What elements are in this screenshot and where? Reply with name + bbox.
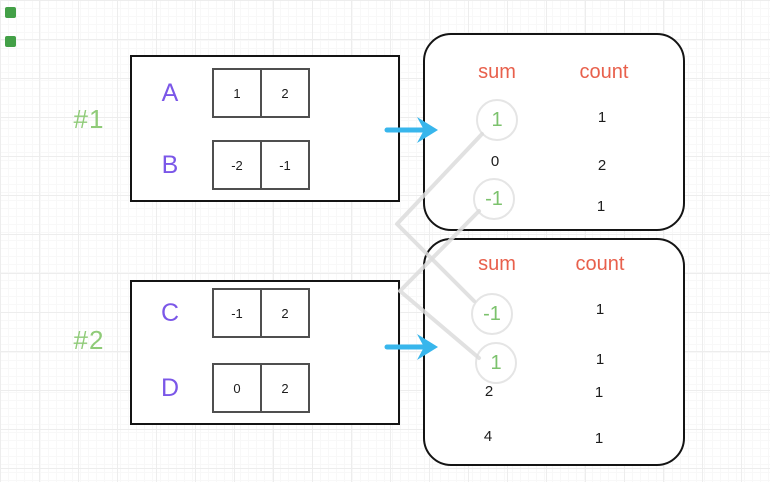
highlight-circle: -1	[471, 293, 513, 335]
table1-sum-value: 1	[491, 108, 503, 131]
array-b-cell: -2	[212, 140, 262, 190]
array-b: -2 -1	[212, 140, 310, 190]
array-a-label: A	[161, 79, 179, 107]
table1-sum-header: sum	[478, 61, 516, 83]
table1-count-value: 1	[596, 198, 606, 215]
table2-count-value: 1	[594, 430, 604, 447]
group1-tag: #1	[73, 104, 105, 134]
table1-count-header: count	[579, 61, 629, 83]
array-c: -1 2	[212, 288, 310, 338]
table2-sum-value: 1	[490, 351, 502, 374]
array-c-label: C	[160, 299, 180, 327]
array-b-label: B	[161, 151, 179, 179]
table2-count-header: count	[575, 253, 625, 275]
array-c-cell: -1	[212, 288, 262, 338]
array-b-cell: -1	[260, 140, 310, 190]
highlight-circle: -1	[473, 178, 515, 220]
highlight-circle: 1	[475, 342, 517, 384]
array-a-cell: 2	[260, 68, 310, 118]
table2-sum-value: -1	[483, 302, 501, 325]
table2-sum-value: 2	[484, 383, 494, 400]
table1-count-value: 2	[597, 157, 607, 174]
table1-count-value: 1	[597, 109, 607, 126]
array-a: 1 2	[212, 68, 310, 118]
table2-count-value: 1	[594, 384, 604, 401]
green-marker-icon	[5, 7, 16, 18]
table2-count-value: 1	[595, 301, 605, 318]
table2-sum-value: 4	[483, 428, 493, 445]
group2-tag: #2	[73, 325, 105, 355]
table2-sum-header: sum	[478, 253, 516, 275]
array-d-cell: 0	[212, 363, 262, 413]
array-d-cell: 2	[260, 363, 310, 413]
array-a-cell: 1	[212, 68, 262, 118]
array-d: 0 2	[212, 363, 310, 413]
table2-count-value: 1	[595, 351, 605, 368]
array-c-cell: 2	[260, 288, 310, 338]
highlight-circle: 1	[476, 99, 518, 141]
array-d-label: D	[160, 374, 180, 402]
table1-sum-value: -1	[485, 187, 503, 210]
table1-sum-value: 0	[490, 153, 500, 170]
green-marker-icon	[5, 36, 16, 47]
